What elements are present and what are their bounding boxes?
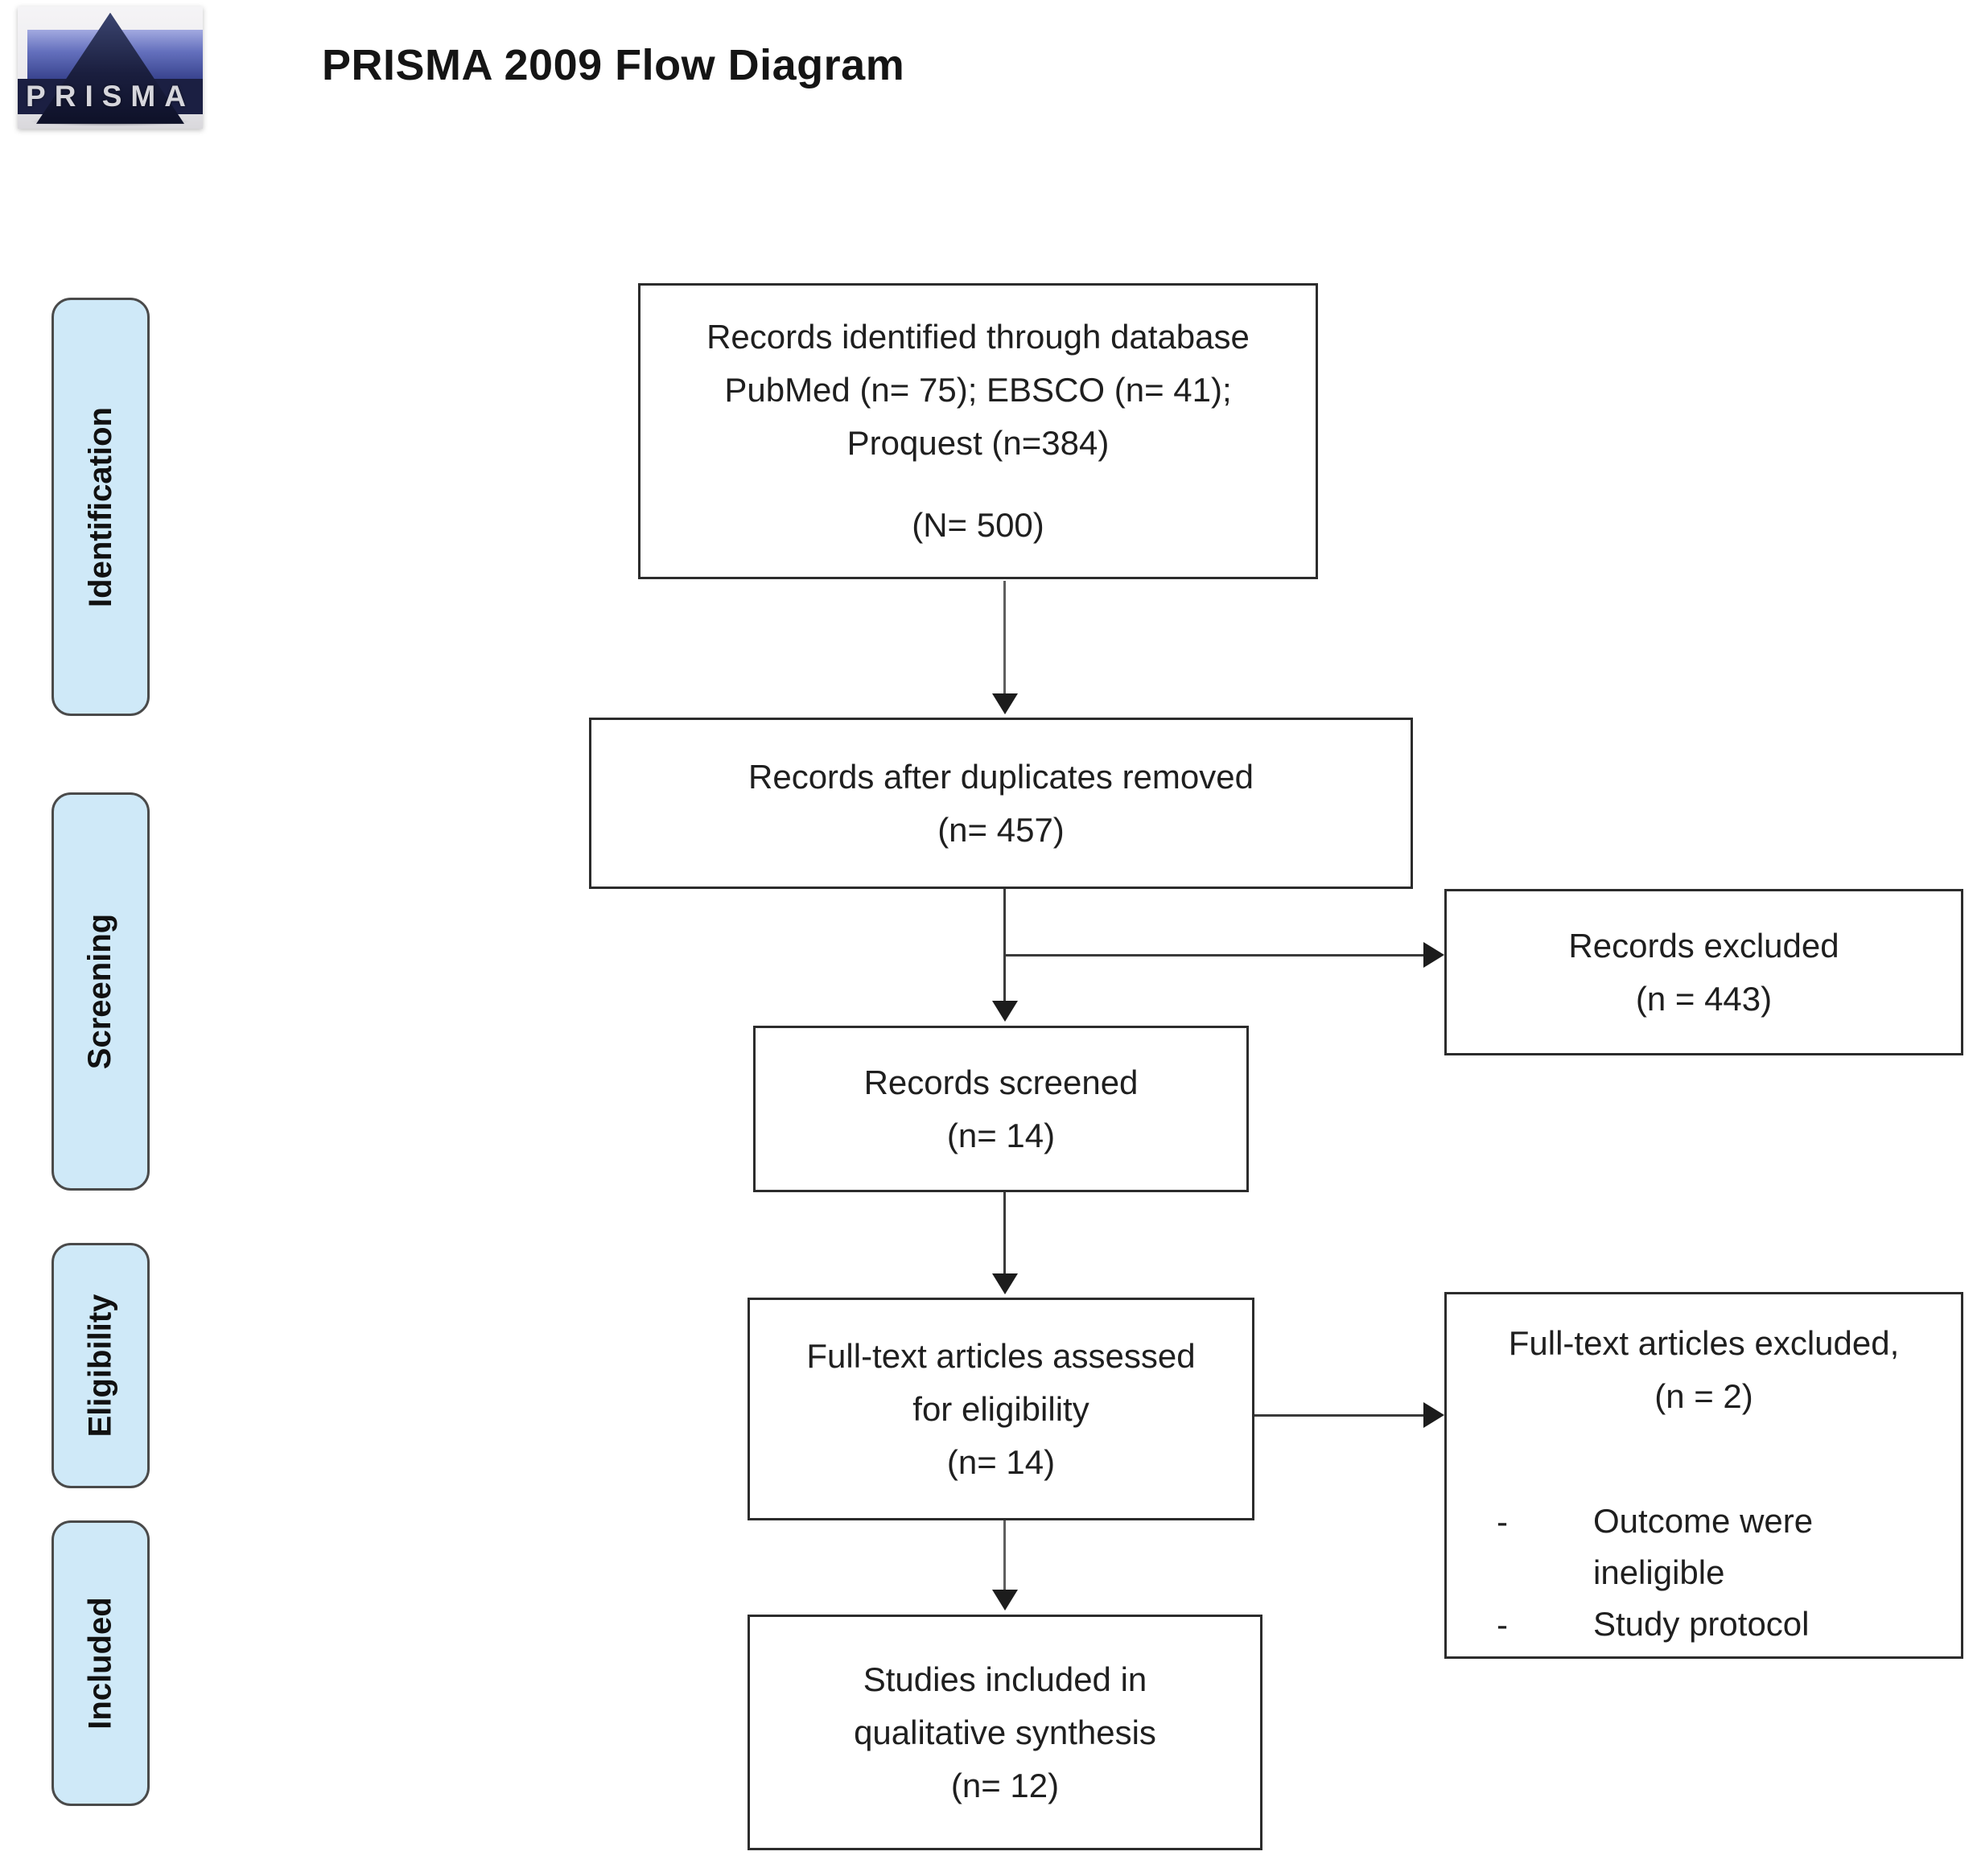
box-duplicates-removed: Records after duplicates removed (n= 457…	[589, 718, 1413, 889]
exclusion-reason-2: Study protocol	[1593, 1605, 1810, 1643]
exclusion-reason-item: - Study protocol	[1447, 1598, 1961, 1652]
box-records-screened-count: (n= 14)	[946, 1116, 1056, 1154]
box-records-excluded-count: (n = 443)	[1635, 979, 1773, 1018]
arrowhead-down-icon	[992, 1273, 1018, 1294]
box-studies-included-line1: Studies included in	[863, 1660, 1147, 1698]
connector-screened-to-fulltext	[1003, 1192, 1006, 1275]
connector-deduplicated-to-screened	[1003, 889, 1006, 1002]
box-records-screened: Records screened (n= 14)	[753, 1026, 1249, 1192]
stage-eligibility: Eligibility	[51, 1243, 150, 1488]
box-fulltext-assessed-line2: for eligibility	[912, 1389, 1089, 1428]
box-records-screened-line1: Records screened	[863, 1063, 1139, 1101]
prisma-logo: PRISMA	[18, 6, 203, 129]
stage-screening-label: Screening	[82, 913, 118, 1070]
box-fulltext-excluded-line1: Full-text articles excluded,	[1508, 1324, 1900, 1362]
page-title: PRISMA 2009 Flow Diagram	[322, 41, 905, 89]
box-fulltext-excluded-count: (n = 2)	[1654, 1377, 1753, 1415]
stage-included: Included	[51, 1520, 150, 1806]
box-duplicates-removed-line1: Records after duplicates removed	[748, 757, 1254, 796]
stage-identification-label: Identification	[82, 406, 118, 607]
box-duplicates-removed-count: (n= 457)	[937, 810, 1065, 849]
stage-identification: Identification	[51, 298, 150, 716]
connector-branch-to-records-excluded	[1005, 954, 1427, 957]
exclusion-reason-item: - Outcome were ineligible	[1447, 1495, 1961, 1598]
box-fulltext-assessed-count: (n= 14)	[946, 1442, 1056, 1481]
stage-screening: Screening	[51, 792, 150, 1191]
arrowhead-right-icon	[1423, 1402, 1444, 1428]
bullet-dash-icon: -	[1497, 1606, 1508, 1644]
box-records-identified-line2: PubMed (n= 75); EBSCO (n= 41);	[724, 371, 1232, 409]
box-records-identified-line3: Proquest (n=384)	[846, 424, 1110, 462]
box-records-excluded: Records excluded (n = 443)	[1444, 889, 1963, 1055]
bullet-dash-icon: -	[1497, 1503, 1508, 1541]
box-fulltext-assessed-line1: Full-text articles assessed	[806, 1336, 1196, 1375]
box-records-excluded-line1: Records excluded	[1568, 926, 1839, 965]
box-records-identified-total: (N= 500)	[912, 506, 1044, 544]
arrowhead-down-icon	[992, 693, 1018, 714]
connector-fulltext-to-included	[1003, 1520, 1006, 1591]
arrowhead-right-icon	[1423, 942, 1444, 968]
arrowhead-down-icon	[992, 1001, 1018, 1022]
box-studies-included: Studies included in qualitative synthesi…	[748, 1615, 1262, 1850]
exclusion-reason-1: Outcome were ineligible	[1593, 1502, 1814, 1591]
connector-fulltext-to-excluded	[1254, 1414, 1427, 1417]
box-fulltext-excluded: Full-text articles excluded, (n = 2) - O…	[1444, 1292, 1963, 1659]
box-studies-included-count: (n= 12)	[950, 1766, 1060, 1804]
connector-identified-to-deduplicated	[1003, 581, 1006, 697]
box-fulltext-assessed: Full-text articles assessed for eligibil…	[748, 1298, 1254, 1520]
stage-included-label: Included	[82, 1597, 118, 1730]
logo-wordmark: PRISMA	[26, 79, 195, 113]
box-records-identified: Records identified through database PubM…	[638, 283, 1318, 579]
stage-eligibility-label: Eligibility	[82, 1294, 118, 1438]
arrowhead-down-icon	[992, 1590, 1018, 1611]
box-studies-included-line2: qualitative synthesis	[854, 1713, 1156, 1751]
box-records-identified-line1: Records identified through database	[706, 318, 1250, 356]
